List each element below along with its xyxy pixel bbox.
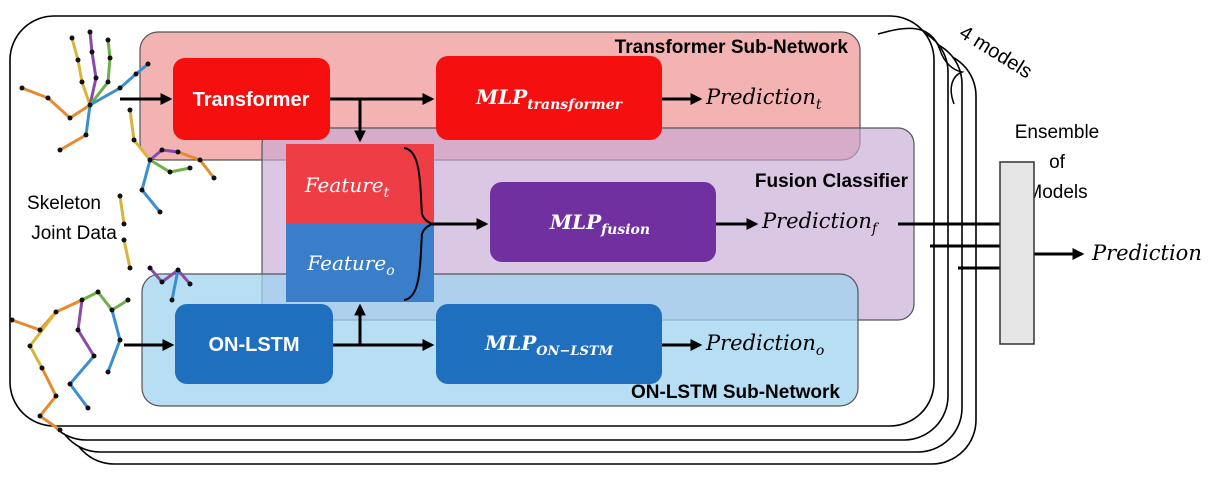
skeleton-joints-3 bbox=[9, 265, 193, 433]
input-label-line2: Joint Data bbox=[31, 223, 117, 244]
mlp-transformer-label: MLPtransformer bbox=[475, 85, 624, 113]
skeleton-joints-2 bbox=[117, 107, 217, 271]
prediction-t-label: Predictiont bbox=[705, 85, 822, 113]
ensemble-label-line3: Models bbox=[1026, 182, 1087, 203]
transformer-block-label: Transformer bbox=[193, 89, 310, 111]
mlp-onlstm-block bbox=[436, 304, 662, 384]
feature-o-block bbox=[286, 224, 434, 302]
final-prediction-label: Prediction bbox=[1091, 241, 1202, 265]
onlstm-subnetwork-title: ON-LSTM Sub-Network bbox=[631, 382, 840, 403]
ensemble-label-line2: of bbox=[1049, 152, 1066, 173]
onlstm-block-label: ON-LSTM bbox=[208, 334, 299, 356]
onlstm-block bbox=[175, 304, 333, 384]
feature-t-label: Featuret bbox=[304, 173, 390, 201]
fusion-classifier-title: Fusion Classifier bbox=[755, 171, 909, 192]
feature-o-label: Featureo bbox=[306, 251, 394, 279]
skeleton-joints bbox=[19, 29, 151, 153]
stack-brace bbox=[877, 27, 965, 105]
transformer-block bbox=[173, 58, 330, 140]
input-label-line1: Skeleton bbox=[27, 193, 101, 214]
prediction-f-label: Predictionf bbox=[761, 209, 880, 237]
mlp-fusion-label: MLPfusion bbox=[549, 210, 650, 238]
ensemble-label-line1: Ensemble bbox=[1015, 122, 1100, 143]
skeleton-hand-icon bbox=[21, 31, 149, 152]
mlp-onlstm-label: MLPON−LSTM bbox=[484, 331, 614, 359]
prediction-o-label: Predictiono bbox=[705, 331, 824, 359]
mlp-transformer-block bbox=[436, 56, 662, 140]
transformer-subnetwork-title: Transformer Sub-Network bbox=[615, 37, 849, 58]
ensemble-box bbox=[999, 161, 1035, 345]
feature-t-block bbox=[286, 144, 434, 224]
connector-arrows bbox=[120, 93, 1085, 351]
mlp-fusion-block bbox=[490, 182, 716, 262]
